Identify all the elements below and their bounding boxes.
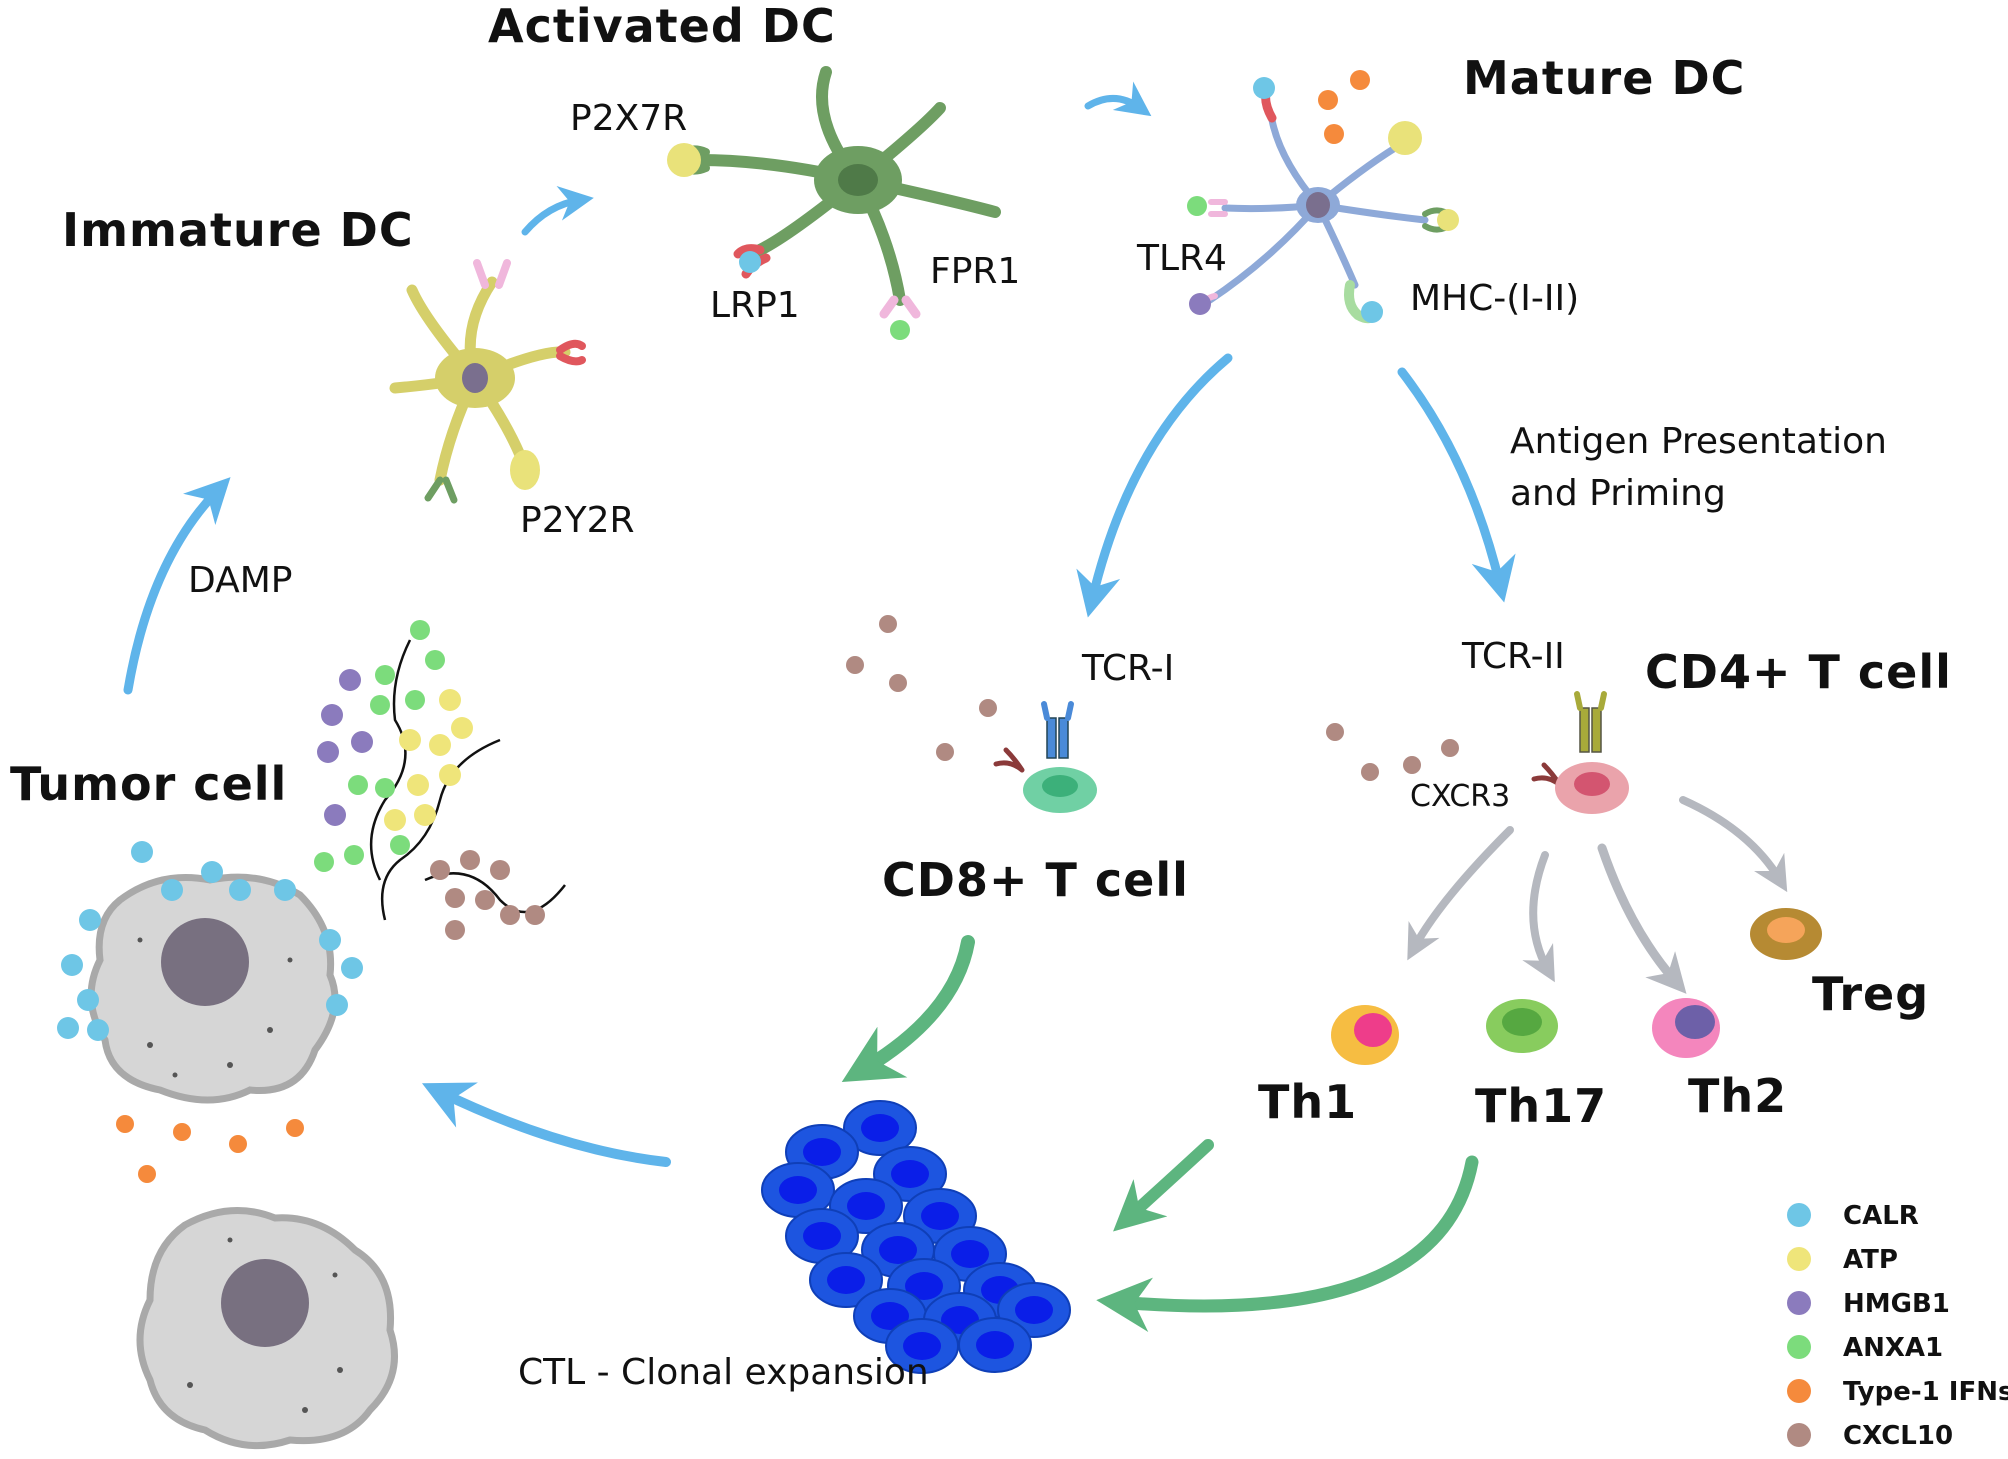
antigen-label-line2: and Priming [1510, 473, 1726, 514]
activated-dc-title: Activated DC [488, 0, 836, 53]
cd8-title: CD8+ T cell [882, 853, 1189, 907]
arrow-cd4-to-th17 [1522, 851, 1555, 983]
legend-swatch-anxa1 [1787, 1335, 1811, 1359]
fpr1-label: FPR1 [930, 251, 1020, 292]
ctl-cell-nucleus-14 [1015, 1296, 1053, 1324]
legend-swatch-cxcl10 [1787, 1423, 1811, 1447]
mhc-label: MHC-(I-II) [1410, 278, 1579, 319]
cxcr3-label: CXCR3 [1410, 779, 1510, 814]
ctl-cell-nucleus-7 [879, 1236, 917, 1264]
th17-title: Th17 [1475, 1079, 1607, 1133]
ctl-cell-nucleus-8 [951, 1240, 989, 1268]
arrow-cd8-to-ctl [841, 935, 975, 1082]
th17-cell [1486, 999, 1558, 1053]
damp-label: DAMP [188, 560, 292, 601]
arrow-immature-to-activated [521, 185, 594, 236]
arrow-ctl-to-tumor [421, 1082, 671, 1167]
flow-arrows [123, 81, 1788, 1333]
labels: Activated DC Mature DC Immature DC Tumor… [10, 0, 1952, 1393]
arrow-tumor-to-immature [123, 477, 231, 695]
cd4-t-cell [1531, 691, 1629, 814]
arrow-cd4-to-th2 [1597, 843, 1687, 994]
legend-swatch-hmgb1 [1787, 1291, 1811, 1315]
ctl-cell-nucleus-1 [803, 1138, 841, 1166]
cxcl10-particles [846, 615, 1459, 781]
ctl-cell-nucleus-16 [976, 1331, 1014, 1359]
cd8-t-cell [993, 701, 1097, 813]
tumor-cell-top [57, 841, 363, 1183]
legend-label-atp: ATP [1843, 1245, 1898, 1275]
tumor-cell-title: Tumor cell [10, 757, 287, 811]
ctl-clonal-cluster [761, 1100, 1071, 1374]
th2-cell [1652, 998, 1720, 1058]
legend-label-calr: CALR [1843, 1201, 1919, 1231]
legend-label-hmgb1: HMGB1 [1843, 1289, 1950, 1319]
legend-label-anxa1: ANXA1 [1843, 1333, 1943, 1363]
ctl-cell-nucleus-0 [861, 1114, 899, 1142]
damp-particles [314, 620, 566, 940]
immature-dc [389, 259, 586, 504]
lrp1-label: LRP1 [710, 285, 800, 326]
th2-title: Th2 [1688, 1069, 1787, 1123]
arrow-cd4-to-th1 [1407, 826, 1514, 961]
ctl-cell-nucleus-9 [827, 1266, 865, 1294]
ctl-cell-nucleus-12 [871, 1302, 909, 1330]
legend-label-cxcl10: CXCL10 [1843, 1421, 1953, 1451]
tcr2-label: TCR-II [1461, 636, 1565, 677]
ctl-cell-nucleus-3 [779, 1176, 817, 1204]
cd4-title: CD4+ T cell [1645, 645, 1952, 699]
legend-label-ifn: Type-1 IFNs [1843, 1377, 2008, 1407]
immature-dc-title: Immature DC [62, 203, 414, 257]
treg-cell [1750, 908, 1822, 960]
legend-swatch-calr [1787, 1203, 1811, 1227]
tlr4-label: TLR4 [1136, 238, 1227, 279]
arrow-th17-to-ctl [1096, 1155, 1479, 1333]
p2x7r-label: P2X7R [570, 98, 687, 139]
activated-dc [667, 66, 1001, 340]
arrow-cd4-to-treg [1679, 796, 1788, 893]
arrow-th1-to-ctl [1113, 1139, 1214, 1232]
tumor-cell-bottom [136, 1206, 398, 1450]
mature-dc-title: Mature DC [1463, 51, 1745, 105]
ctl-cell-nucleus-6 [803, 1222, 841, 1250]
legend-swatch-ifn [1787, 1379, 1811, 1403]
th1-cell [1331, 1005, 1399, 1065]
arrow-mature-to-cd8 [1076, 353, 1233, 618]
treg-title: Treg [1812, 967, 1929, 1021]
mature-dc [1187, 70, 1459, 324]
arrow-mature-to-cd4 [1397, 367, 1516, 603]
ctl-cell-nucleus-10 [905, 1272, 943, 1300]
p2y2r-label: P2Y2R [520, 500, 635, 541]
ctl-cell-nucleus-5 [921, 1202, 959, 1230]
antigen-label-line1: Antigen Presentation [1510, 421, 1887, 462]
ctl-cell-nucleus-4 [847, 1192, 885, 1220]
legend-swatch-atp [1787, 1247, 1811, 1271]
ctl-cell-nucleus-15 [903, 1332, 941, 1360]
arrow-activated-to-mature [1084, 81, 1152, 117]
ctl-cell-nucleus-2 [891, 1160, 929, 1188]
ctl-label: CTL - Clonal expansion [518, 1352, 929, 1393]
th1-title: Th1 [1258, 1075, 1357, 1129]
tcr1-label: TCR-I [1081, 648, 1174, 689]
